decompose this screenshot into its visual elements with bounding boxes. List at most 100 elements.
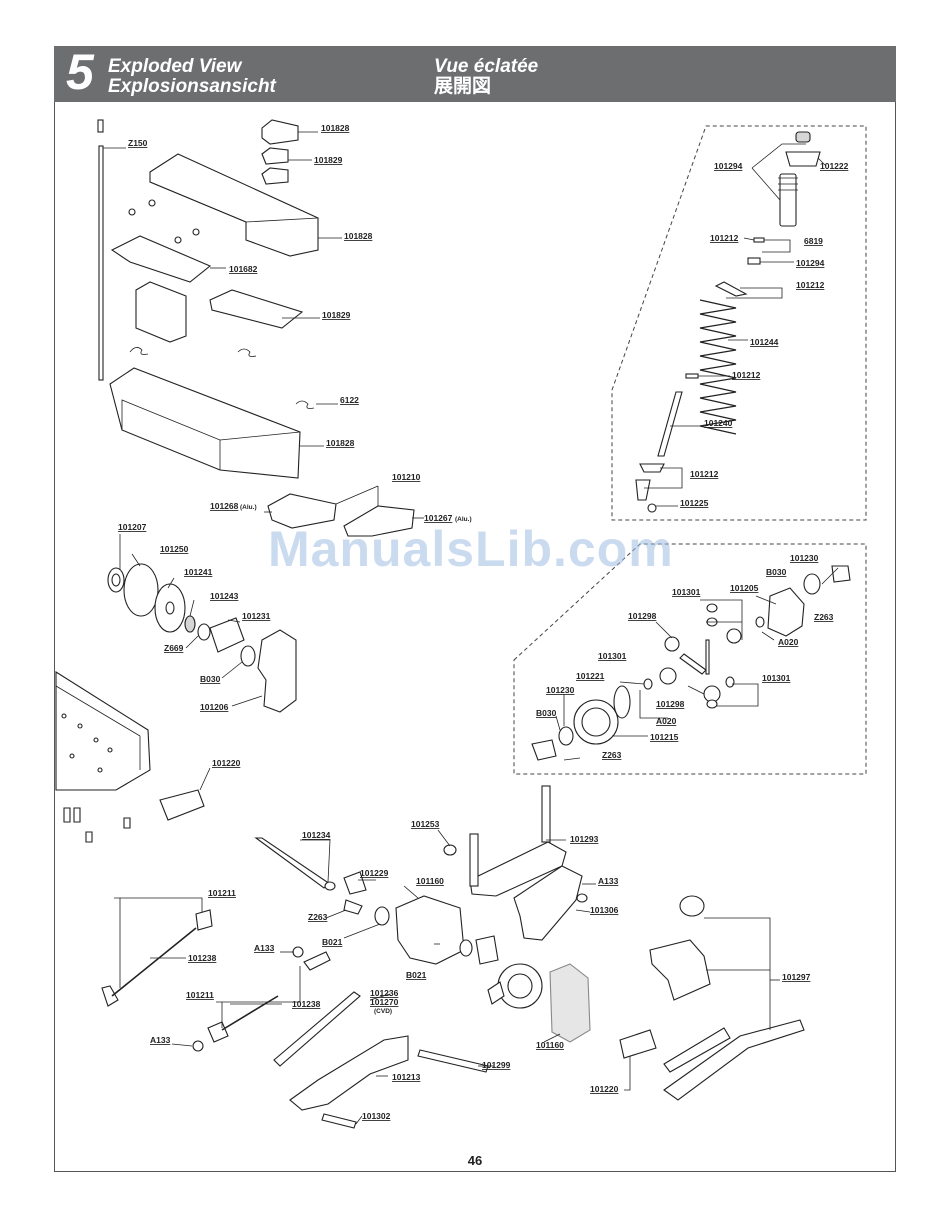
part-label: A020 bbox=[656, 716, 677, 726]
part-label: 101829 bbox=[322, 310, 351, 320]
oring bbox=[753, 237, 765, 243]
receiver-mount-plate bbox=[110, 235, 212, 283]
part-label: 101222 bbox=[820, 161, 849, 171]
receiver-box bbox=[109, 367, 301, 479]
drive-shaft bbox=[254, 837, 331, 889]
ball bbox=[192, 1040, 204, 1052]
part-label: 101220 bbox=[590, 1084, 619, 1094]
switch-mount bbox=[261, 167, 289, 185]
turnbuckle bbox=[221, 995, 279, 1031]
differential-detail-box bbox=[513, 543, 867, 775]
lower-drive-shaft bbox=[273, 991, 361, 1067]
part-label: 101236 bbox=[370, 988, 399, 998]
chassis-plate bbox=[55, 671, 211, 843]
part-label: 101682 bbox=[229, 264, 258, 274]
bearing-b021 bbox=[459, 939, 473, 957]
rod-end bbox=[207, 1021, 229, 1043]
screw bbox=[73, 807, 81, 823]
part-label: 101207 bbox=[118, 522, 147, 532]
part-label: 101294 bbox=[714, 161, 743, 171]
receiver-cover-plate bbox=[209, 289, 304, 329]
rear-body-mount bbox=[513, 865, 583, 941]
shock-shaft bbox=[657, 391, 683, 457]
chassis bbox=[55, 671, 151, 791]
clutch-assembly bbox=[107, 534, 297, 713]
shock-body bbox=[779, 173, 797, 227]
part-label: 101206 bbox=[200, 702, 229, 712]
diff-pin bbox=[705, 639, 710, 675]
page-number: 46 bbox=[467, 1153, 483, 1168]
nut bbox=[197, 623, 211, 641]
part-label: 101234 bbox=[302, 830, 331, 840]
part-label: 101211 bbox=[186, 990, 214, 1000]
spring-collar bbox=[714, 281, 748, 297]
shock-rod-end bbox=[635, 479, 651, 501]
drive-cup bbox=[343, 899, 363, 915]
part-label: 101230 bbox=[546, 685, 575, 695]
receiver bbox=[135, 281, 187, 343]
clutch-disc bbox=[123, 563, 159, 617]
screw bbox=[148, 199, 156, 207]
part-note: (Alu.) bbox=[240, 504, 257, 511]
bumper-brace bbox=[663, 1027, 731, 1073]
part-label: 101243 bbox=[210, 591, 239, 601]
switch-plate bbox=[261, 147, 289, 165]
part-label: 101229 bbox=[360, 868, 389, 878]
bearing-b021 bbox=[374, 906, 390, 926]
part-label: B030 bbox=[200, 674, 221, 684]
shock-absorber bbox=[635, 131, 827, 513]
part-label: 101230 bbox=[790, 553, 819, 563]
part-label: A133 bbox=[598, 876, 619, 886]
hub-shaft bbox=[209, 617, 245, 653]
body-post bbox=[469, 833, 479, 887]
spring-retainer bbox=[685, 373, 699, 379]
suspension-mount bbox=[159, 789, 205, 821]
part-label: 101212 bbox=[796, 280, 825, 290]
part-label: 101297 bbox=[782, 972, 811, 982]
part-label: 101160 bbox=[416, 876, 444, 886]
shock-cap bbox=[795, 131, 811, 143]
part-label: 101213 bbox=[392, 1072, 421, 1082]
part-label: 6819 bbox=[804, 236, 823, 246]
ball bbox=[292, 946, 304, 958]
shock-ball bbox=[647, 503, 657, 513]
differential-assembly bbox=[531, 565, 851, 761]
outdrive bbox=[831, 565, 851, 583]
ball-stud bbox=[443, 844, 457, 856]
part-label: 101270 bbox=[370, 997, 399, 1007]
part-label: 101253 bbox=[411, 819, 440, 829]
part-label: 101238 bbox=[292, 999, 321, 1009]
screw bbox=[85, 831, 93, 843]
gearbox-cover bbox=[549, 963, 591, 1043]
shock-washer bbox=[747, 257, 761, 265]
part-label: 101221 bbox=[576, 671, 605, 681]
shock-tower-mounts bbox=[264, 485, 424, 537]
bearing bbox=[558, 726, 574, 746]
part-label: 101160 bbox=[536, 1040, 564, 1050]
part-label: 101306 bbox=[590, 905, 619, 915]
part-label: 101829 bbox=[314, 155, 343, 165]
shock-end-washer bbox=[639, 463, 665, 473]
part-label: 101211 bbox=[208, 888, 236, 898]
shock-spring bbox=[699, 299, 737, 435]
rear-bumper bbox=[663, 1019, 805, 1101]
part-label: 101268 bbox=[210, 501, 239, 511]
hinge-pin bbox=[417, 1049, 489, 1073]
diff-outdrive bbox=[487, 981, 505, 1005]
antenna-pipe bbox=[98, 145, 104, 381]
part-label: A133 bbox=[150, 1035, 171, 1045]
part-label: Z669 bbox=[164, 643, 184, 653]
spacer bbox=[184, 615, 196, 633]
part-label: 101238 bbox=[188, 953, 217, 963]
diff-gear bbox=[726, 628, 742, 644]
part-label: Z263 bbox=[602, 750, 622, 760]
title-french: Vue éclatée bbox=[434, 56, 539, 77]
title-german: Explosionsansicht bbox=[108, 76, 276, 97]
section-header: 5 Exploded View Explosionsansicht Vue éc… bbox=[54, 44, 896, 102]
part-label: 101212 bbox=[690, 469, 719, 479]
suspension-mount bbox=[619, 1029, 657, 1059]
part-label: 101205 bbox=[730, 583, 759, 593]
rod-end bbox=[101, 985, 119, 1007]
part-label: B021 bbox=[406, 970, 427, 980]
